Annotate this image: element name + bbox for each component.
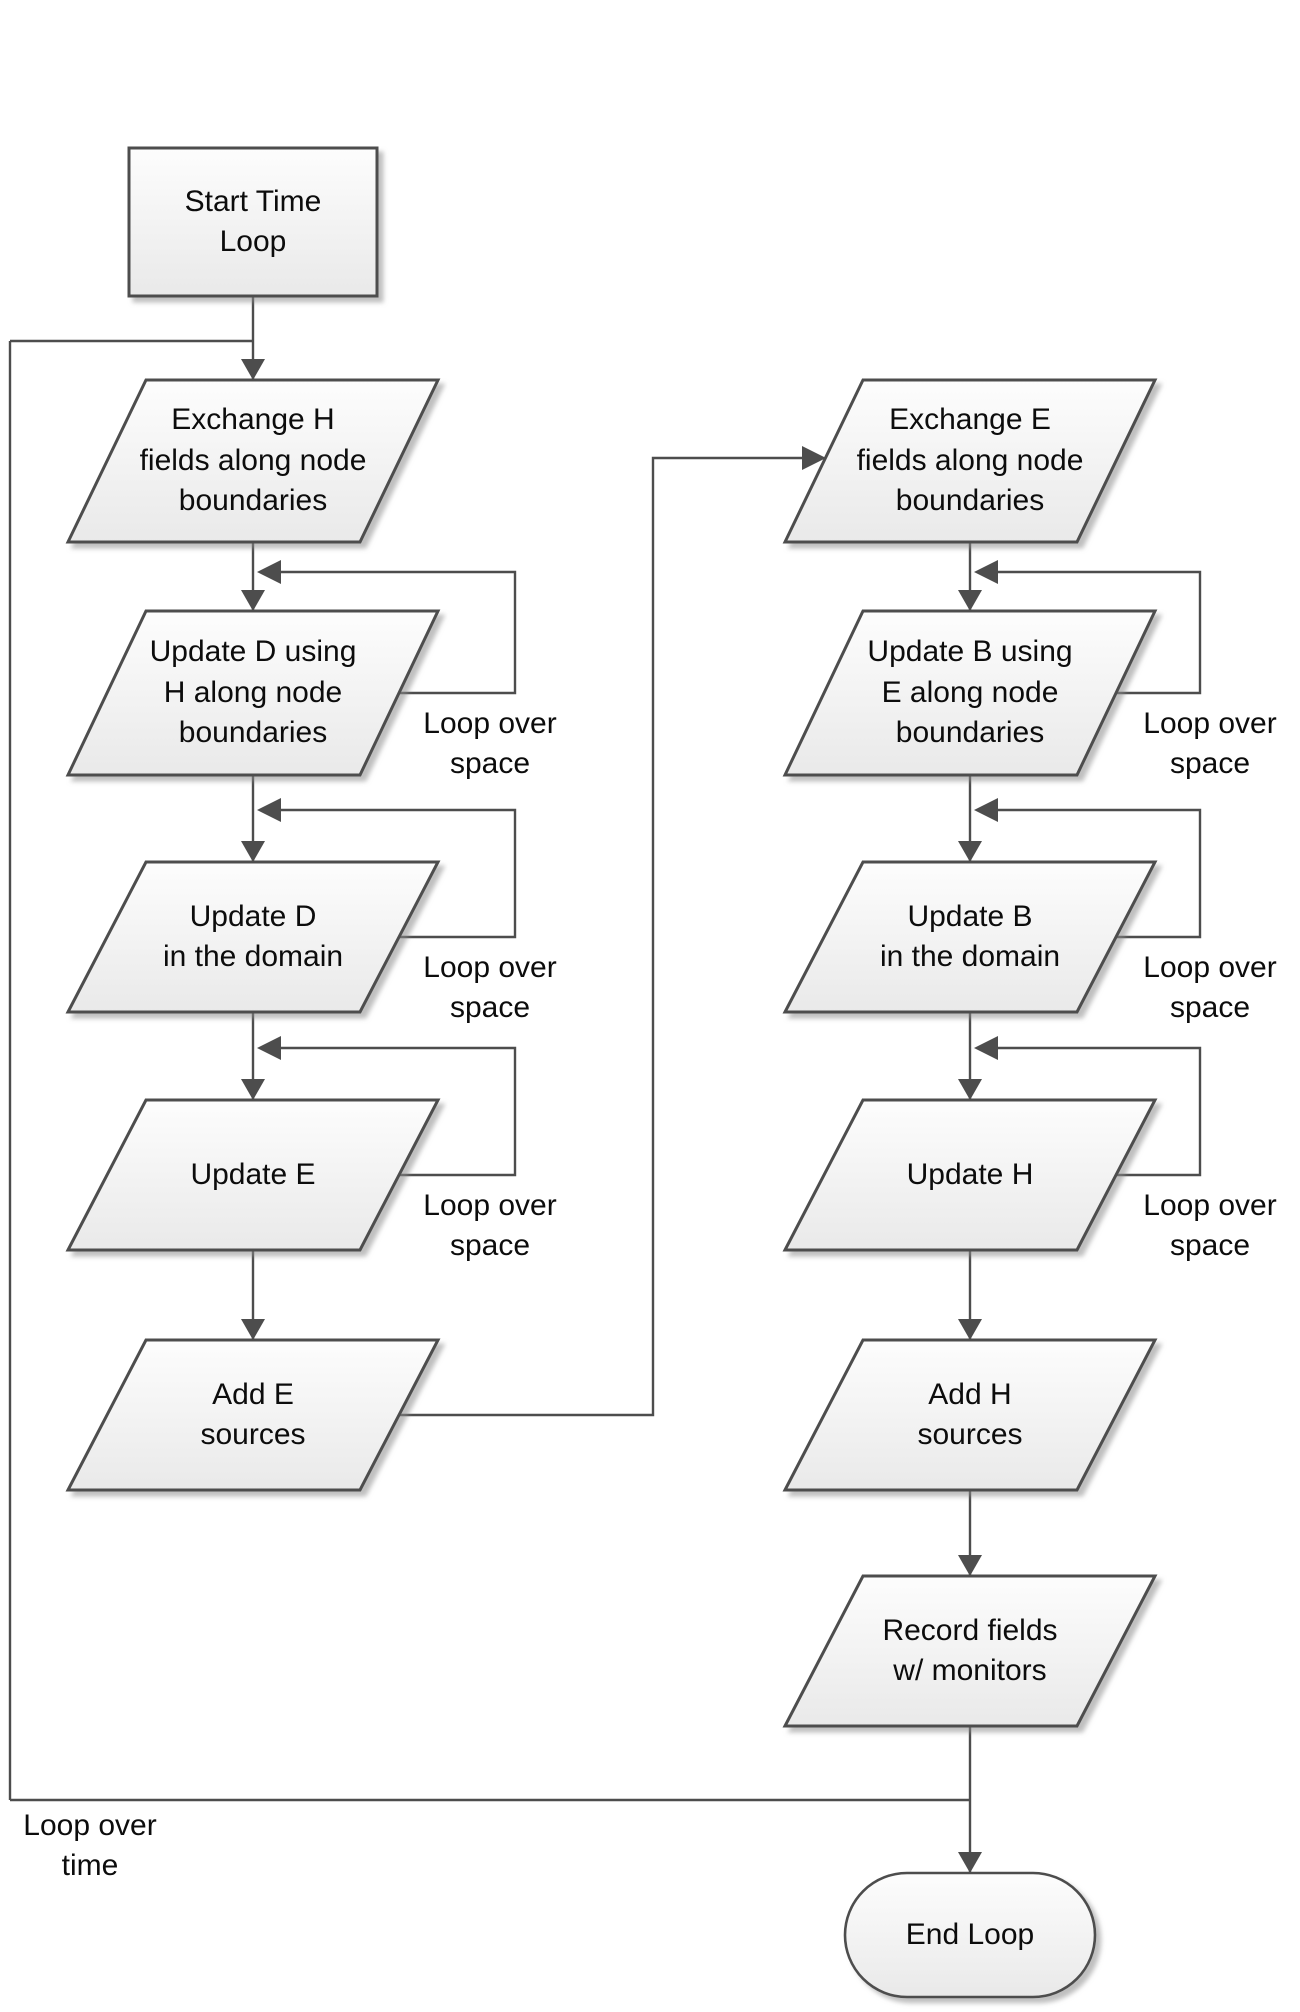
node-update-b-domain-shape <box>782 860 1158 1014</box>
arrow-into-update-d-using <box>241 590 265 611</box>
arrow-into-update-e <box>241 1079 265 1100</box>
arrow-loop6-left <box>974 1036 998 1060</box>
node-update-d-using-shape <box>65 609 441 777</box>
arrow-into-update-h <box>958 1079 982 1100</box>
arrow-into-end <box>958 1852 982 1873</box>
loop-update-d-domain <box>280 808 517 939</box>
node-start-shape <box>127 146 379 298</box>
arrow-into-exchange-h <box>241 359 265 380</box>
node-add-e-shape <box>65 1338 441 1492</box>
arrow-loop1-left <box>257 560 281 584</box>
loop-update-b-using <box>997 570 1202 695</box>
node-update-b-using-shape <box>782 609 1158 777</box>
node-exchange-h-shape <box>65 378 441 544</box>
arrow-loop5-left <box>974 798 998 822</box>
arrow-loop2-left <box>257 798 281 822</box>
arrow-into-record <box>958 1555 982 1576</box>
arrow-into-add-e <box>241 1319 265 1340</box>
arrow-into-update-d-domain <box>241 841 265 862</box>
arrow-into-add-h <box>958 1319 982 1340</box>
node-update-d-domain-shape <box>65 860 441 1014</box>
arrow-into-update-b-using <box>958 590 982 611</box>
arrow-loop3-left <box>257 1036 281 1060</box>
loop-update-d-using <box>280 570 517 695</box>
arrowheads <box>241 359 998 1873</box>
arrow-into-exchange-e <box>802 446 826 470</box>
node-record-shape <box>782 1574 1158 1728</box>
arrow-loop4-left <box>974 560 998 584</box>
edge-add-e-to-exchange-e <box>399 456 806 1417</box>
node-shapes <box>65 146 1158 1999</box>
node-update-h-shape <box>782 1098 1158 1252</box>
loop-update-b-domain <box>997 808 1202 939</box>
node-update-e-shape <box>65 1098 441 1252</box>
node-add-h-shape <box>782 1338 1158 1492</box>
node-end-shape <box>843 1871 1097 1999</box>
arrow-into-update-b-domain <box>958 841 982 862</box>
loop-update-e <box>280 1046 517 1177</box>
loop-update-h <box>997 1046 1202 1177</box>
node-exchange-e-shape <box>782 378 1158 544</box>
